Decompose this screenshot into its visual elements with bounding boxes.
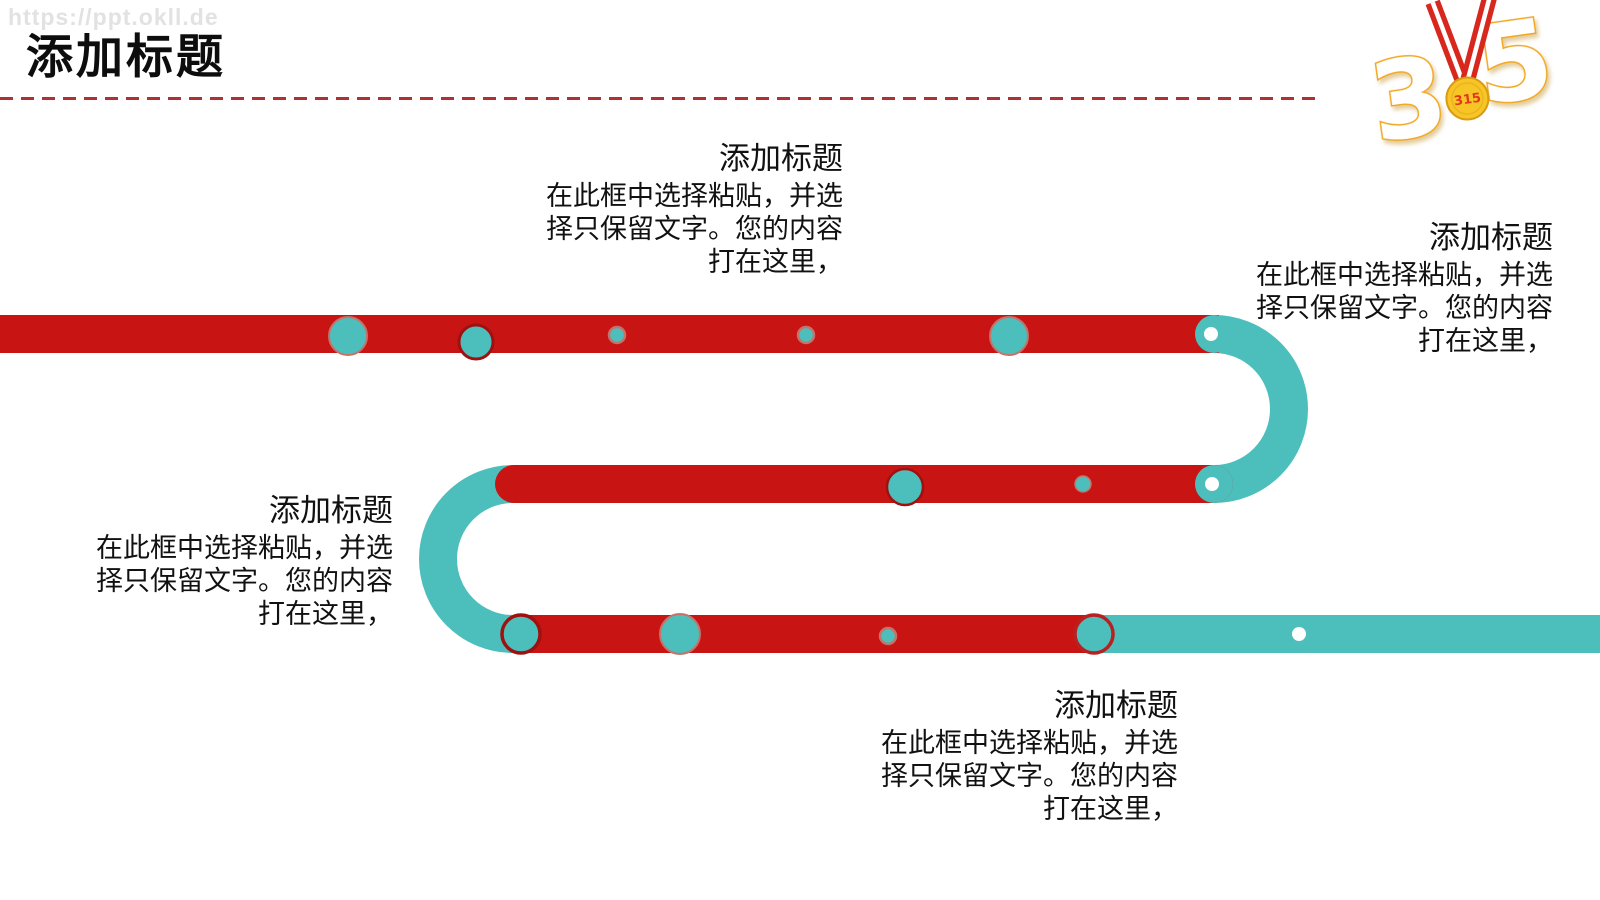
text-block-top: 添加标题 在此框中选择粘贴，并选 择只保留文字。您的内容 打在这里，: [546, 141, 843, 279]
timeline-node-small: [1074, 475, 1092, 493]
page-title: 添加标题: [26, 30, 226, 83]
timeline-node-small: [878, 626, 898, 646]
block-body-line: 打在这里，: [1418, 326, 1553, 356]
block-body-line: 在此框中选择粘贴，并选: [881, 728, 1178, 758]
timeline-node: [885, 467, 925, 507]
timeline-node: [989, 316, 1029, 356]
block-body-line: 在此框中选择粘贴，并选: [1256, 260, 1553, 290]
315-logo: 3 5 315: [1361, 0, 1562, 155]
timeline-node-small: [607, 325, 627, 345]
timeline-junction-dot: [1292, 627, 1306, 641]
block-body-line: 择只保留文字。您的内容: [96, 566, 393, 596]
block-heading: 添加标题: [719, 141, 843, 176]
text-block-right: 添加标题 在此框中选择粘贴，并选 择只保留文字。您的内容 打在这里，: [1256, 220, 1553, 358]
timeline-junction-node: [500, 613, 542, 655]
block-body-line: 在此框中选择粘贴，并选: [96, 533, 393, 563]
title-divider-dashed-line: [0, 97, 1318, 100]
timeline-node: [328, 316, 368, 356]
block-heading: 添加标题: [1429, 220, 1553, 255]
block-body-line: 择只保留文字。您的内容: [546, 214, 843, 244]
timeline-node: [457, 323, 495, 361]
timeline-junction-node: [1073, 613, 1115, 655]
logo-medal-label: 315: [1453, 91, 1482, 110]
block-heading: 添加标题: [269, 493, 393, 528]
logo-digit-3: 3: [1363, 33, 1455, 155]
text-block-bottom: 添加标题 在此框中选择粘贴，并选 择只保留文字。您的内容 打在这里，: [881, 688, 1178, 826]
logo-medal: 315: [1445, 76, 1490, 121]
block-body-line: 择只保留文字。您的内容: [881, 761, 1178, 791]
block-body-line: 打在这里，: [258, 599, 393, 629]
text-block-left: 添加标题 在此框中选择粘贴，并选 择只保留文字。您的内容 打在这里，: [96, 493, 393, 631]
timeline-junction-dot: [1204, 327, 1218, 341]
timeline-node: [659, 613, 701, 655]
timeline-junction-dot: [1205, 477, 1219, 491]
block-body-line: 打在这里，: [708, 247, 843, 277]
block-heading: 添加标题: [1054, 688, 1178, 723]
block-body-line: 在此框中选择粘贴，并选: [546, 181, 843, 211]
logo-ribbon: [1425, 0, 1499, 86]
block-body-line: 打在这里，: [1043, 794, 1178, 824]
block-body-line: 择只保留文字。您的内容: [1256, 293, 1553, 323]
timeline-node-small: [796, 325, 816, 345]
watermark-text: https://ppt.okll.de: [8, 4, 219, 30]
